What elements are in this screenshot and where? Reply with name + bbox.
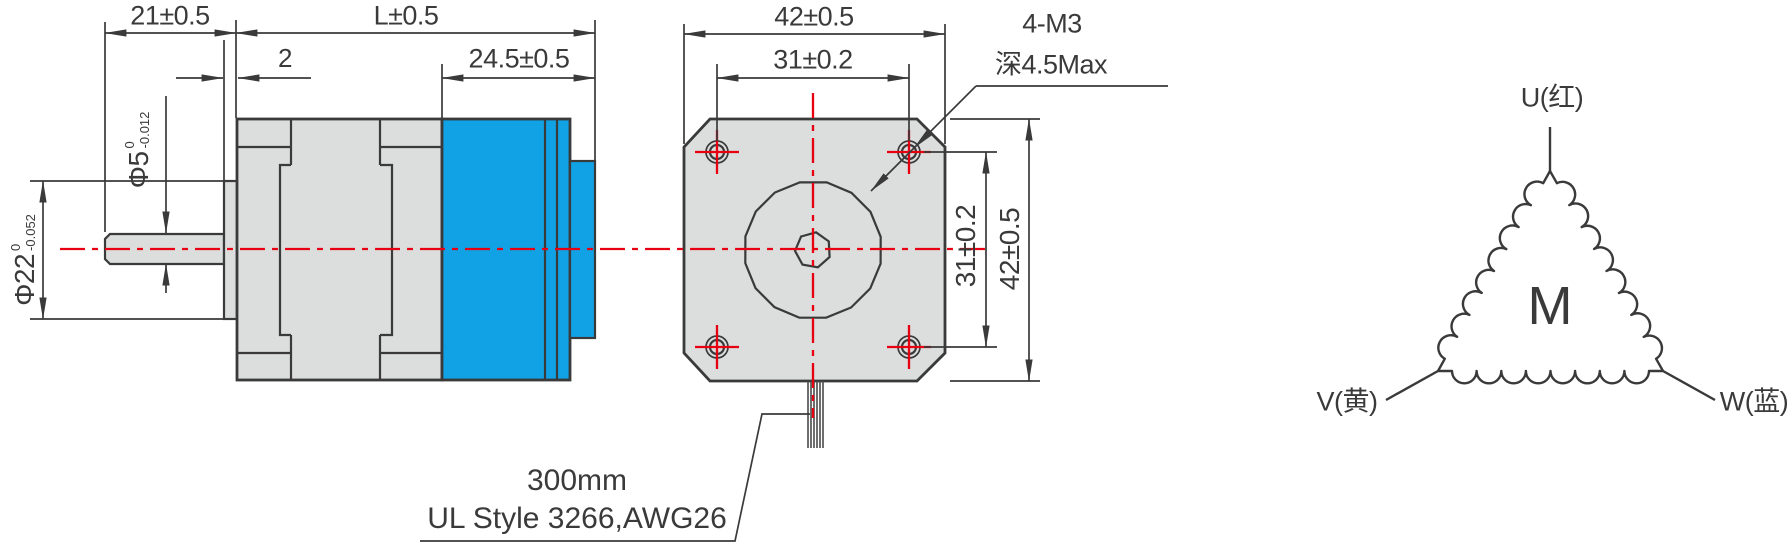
- lead-wires: [807, 381, 824, 448]
- dim-hole-spacing-h: 31±0.2: [773, 44, 853, 75]
- terminal-lead-w: [1662, 369, 1716, 402]
- shaft-circle: [793, 231, 831, 269]
- hub-dia-value: Φ22: [9, 253, 41, 306]
- terminal-label-v: V(黄): [1316, 386, 1379, 417]
- terminal-label-w: W(蓝): [1719, 386, 1787, 417]
- motor-symbol: M: [1527, 276, 1573, 336]
- hub-dia-tolerance: 0-0.052: [8, 214, 38, 251]
- terminal-label-u: U(红): [1520, 82, 1584, 113]
- pilot-boss-circle: [744, 181, 882, 319]
- terminal-lead-v: [1385, 369, 1439, 402]
- hole-note-line1: 4-M3: [1022, 8, 1082, 39]
- dim-body-length: L±0.5: [373, 0, 439, 31]
- gearbox-housing-details: [237, 119, 442, 380]
- coil-side-bottom: [1438, 369, 1663, 385]
- winding-diagram: [1385, 127, 1716, 402]
- cable-note-leader: [420, 413, 810, 542]
- dimension-lines: [30, 20, 1040, 382]
- leader-lines: [420, 85, 1168, 542]
- centerlines: [60, 93, 990, 418]
- dim-plate-height: 42±0.5: [994, 207, 1025, 291]
- dim-hole-spacing-v: 31±0.2: [950, 204, 981, 288]
- motor-body: [440, 117, 572, 382]
- front-view: [682, 117, 947, 448]
- dim-plate-width: 42±0.5: [774, 1, 854, 32]
- cable-note-line2: UL Style 3266,AWG26: [427, 502, 727, 535]
- dim-shaft-length: 21±0.5: [130, 0, 210, 31]
- coil-side-left: [1436, 170, 1552, 372]
- shaft-dia-value: Φ5: [123, 151, 155, 189]
- cable-note-line1: 300mm: [526, 464, 628, 497]
- side-view: [103, 117, 597, 382]
- hole-note-line2: 深4.5Max: [994, 49, 1108, 80]
- shaft-dia-tolerance: 0-0.012: [122, 111, 152, 149]
- coil-side-right: [1548, 170, 1665, 372]
- dim-motor-length: 24.5±0.5: [468, 43, 570, 74]
- dim-hub-thickness: 2: [278, 43, 292, 73]
- hole-crosshairs: [695, 130, 931, 369]
